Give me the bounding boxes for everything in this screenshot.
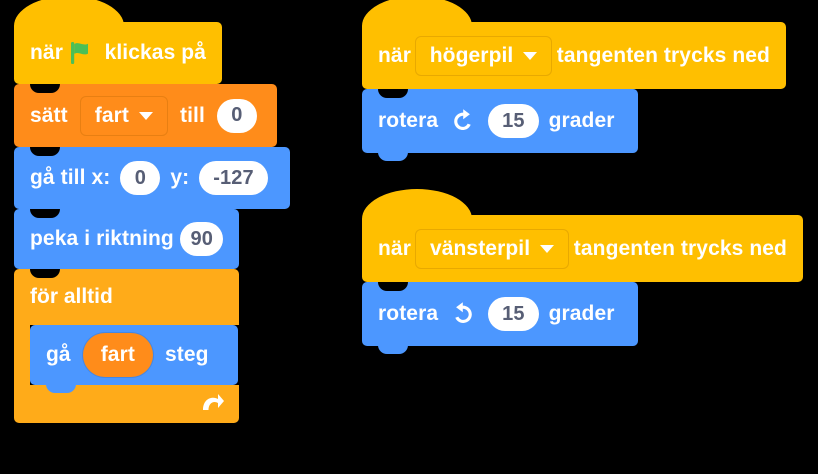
set-label-middle: till bbox=[180, 103, 205, 127]
when-key-right-label-after: tangenten trycks ned bbox=[556, 43, 770, 67]
block-turn-right[interactable]: rotera 15 grader bbox=[362, 89, 638, 161]
chevron-down-icon bbox=[523, 51, 538, 60]
when-key-left-label-after: tangenten trycks ned bbox=[573, 236, 787, 260]
turn-right-label-before: rotera bbox=[378, 109, 439, 132]
forever-footer bbox=[14, 385, 239, 423]
forever-label: för alltid bbox=[30, 285, 113, 308]
when-key-left-label-before: när bbox=[378, 236, 411, 260]
forever-left-arm bbox=[14, 325, 30, 385]
block-forever[interactable]: för alltid gå fart steg bbox=[14, 269, 290, 423]
rotate-counterclockwise-icon bbox=[448, 299, 478, 329]
point-direction-input[interactable]: 90 bbox=[180, 222, 223, 256]
set-label-before: sätt bbox=[30, 103, 68, 127]
goto-x-input[interactable]: 0 bbox=[120, 161, 161, 195]
block-move-steps[interactable]: gå fart steg bbox=[30, 325, 238, 393]
when-key-right-label-before: när bbox=[378, 43, 411, 67]
turn-right-degrees-input[interactable]: 15 bbox=[488, 104, 539, 138]
script-right-arrow[interactable]: när högerpil tangenten trycks ned rotera… bbox=[362, 0, 786, 161]
when-flag-label-before: när bbox=[30, 41, 63, 64]
turn-left-label-before: rotera bbox=[378, 302, 439, 325]
block-point-in-direction[interactable]: peka i riktning 90 bbox=[14, 209, 239, 277]
green-flag-icon bbox=[71, 41, 96, 65]
key-dropdown-left-value: vänsterpil bbox=[429, 236, 531, 260]
block-set-variable[interactable]: sätt fart till 0 bbox=[14, 84, 277, 155]
block-when-key-pressed-right[interactable]: när högerpil tangenten trycks ned bbox=[362, 0, 786, 97]
block-go-to-xy[interactable]: gå till x: 0 y: -127 bbox=[14, 147, 290, 217]
goto-y-input[interactable]: -127 bbox=[199, 161, 268, 195]
chevron-down-icon bbox=[139, 111, 153, 120]
set-value-input[interactable]: 0 bbox=[216, 98, 257, 133]
key-dropdown-right-value: högerpil bbox=[429, 43, 514, 67]
goto-label-x: gå till x: bbox=[30, 166, 111, 189]
forever-body: gå fart steg bbox=[14, 325, 290, 393]
when-flag-label-after: klickas på bbox=[104, 41, 206, 64]
turn-right-label-after: grader bbox=[548, 109, 615, 132]
script-left-arrow[interactable]: när vänsterpil tangenten trycks ned rote… bbox=[362, 189, 803, 354]
block-when-key-pressed-left[interactable]: när vänsterpil tangenten trycks ned bbox=[362, 189, 803, 290]
key-dropdown-right[interactable]: högerpil bbox=[414, 35, 553, 76]
block-turn-left[interactable]: rotera 15 grader bbox=[362, 282, 638, 354]
point-label: peka i riktning bbox=[30, 227, 174, 250]
rotate-clockwise-icon bbox=[448, 106, 478, 136]
variable-dropdown-value: fart bbox=[94, 103, 129, 127]
turn-left-label-after: grader bbox=[548, 302, 615, 325]
block-when-flag-clicked[interactable]: när klickas på bbox=[14, 0, 222, 92]
move-label-after: steg bbox=[164, 343, 209, 366]
key-dropdown-left[interactable]: vänsterpil bbox=[414, 228, 570, 269]
variable-reporter-fart[interactable]: fart bbox=[82, 333, 153, 377]
turn-left-degrees-input[interactable]: 15 bbox=[488, 297, 539, 331]
forever-header: för alltid bbox=[14, 269, 239, 325]
chevron-down-icon bbox=[540, 244, 555, 253]
hat-dome bbox=[14, 0, 124, 52]
variable-dropdown[interactable]: fart bbox=[79, 95, 168, 136]
goto-label-y: y: bbox=[170, 166, 190, 189]
move-label-before: gå bbox=[46, 343, 71, 366]
script-green-flag[interactable]: när klickas på sätt fart till 0 bbox=[14, 0, 290, 423]
loop-arrow-icon bbox=[199, 390, 225, 419]
